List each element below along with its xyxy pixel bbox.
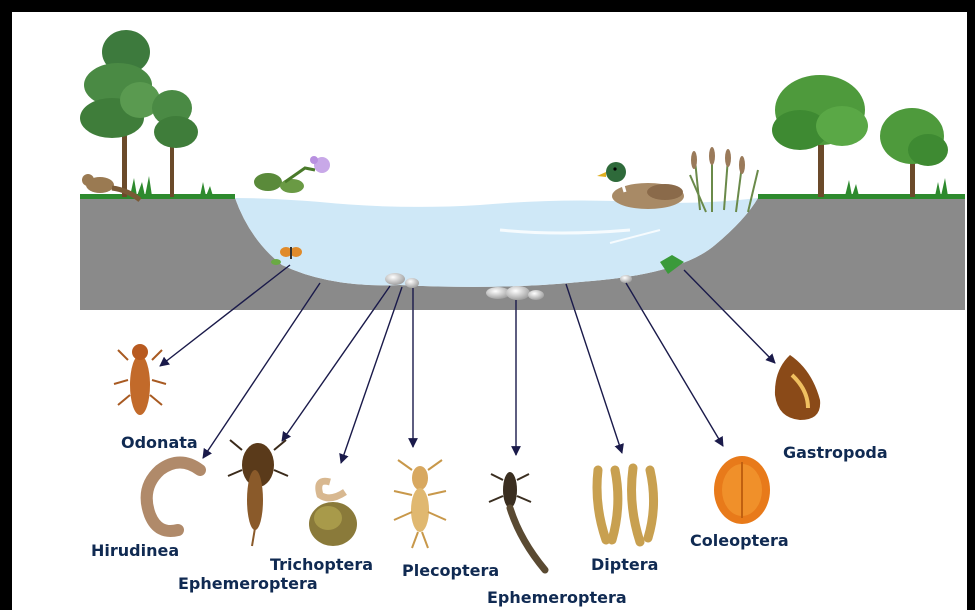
label-gastropoda: Gastropoda xyxy=(783,443,888,462)
diptera-larvae-icon xyxy=(597,468,654,542)
trichoptera-icon xyxy=(309,481,357,546)
ephemeroptera-larva-icon xyxy=(228,440,288,546)
diagram-frame: Odonata Hirudinea Ephemeroptera Trichopt… xyxy=(12,12,967,610)
water-plant-icon xyxy=(254,156,330,193)
plecoptera-icon xyxy=(394,460,446,548)
coleoptera-icon xyxy=(714,456,770,524)
hirudinea-icon xyxy=(147,463,200,532)
label-ephemeroptera-center: Ephemeroptera xyxy=(487,588,627,607)
grass-right xyxy=(758,178,965,199)
ephemeroptera-nymph-icon xyxy=(489,472,545,570)
label-coleoptera: Coleoptera xyxy=(690,531,789,550)
label-trichoptera: Trichoptera xyxy=(270,555,373,574)
odonata-larva-icon xyxy=(114,344,166,415)
label-odonata: Odonata xyxy=(121,433,198,452)
pond-illustration: Odonata Hirudinea Ephemeroptera Trichopt… xyxy=(12,12,967,610)
gastropoda-icon xyxy=(775,355,820,420)
deciduous-tree-icon xyxy=(152,90,198,197)
label-hirudinea: Hirudinea xyxy=(91,541,179,560)
pine-tree-icon xyxy=(80,30,160,197)
label-ephemeroptera-left: Ephemeroptera xyxy=(178,574,318,593)
label-plecoptera: Plecoptera xyxy=(402,561,499,580)
label-diptera: Diptera xyxy=(591,555,658,574)
deciduous-tree-icon xyxy=(772,75,868,197)
